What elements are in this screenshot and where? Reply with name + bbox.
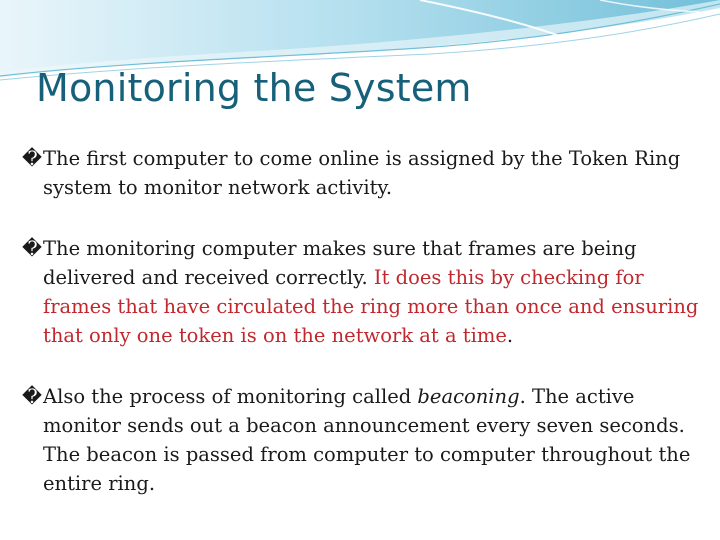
bullet-item-2: � The monitoring computer makes sure tha… — [22, 234, 702, 350]
wave-band-front — [0, 0, 720, 72]
header-wave-decoration — [0, 0, 720, 81]
slide-title: Monitoring the System — [36, 66, 472, 110]
bullet-glyph-icon: � — [22, 237, 42, 260]
wave-line-2 — [0, 13, 720, 81]
bullet-text-3-italic-term: beaconing — [417, 385, 520, 408]
wave-line-1 — [0, 3, 720, 77]
wave-line-4 — [599, 0, 701, 13]
bullet-list: � The first computer to come online is a… — [22, 144, 702, 498]
bullet-text-3-after: . The active monitor sends out a beacon … — [43, 385, 691, 495]
bullet-item-3: � Also the process of monitoring called … — [22, 382, 702, 498]
bullet-text-2-plain: The monitoring computer makes sure that … — [43, 237, 637, 289]
bullet-glyph-icon: � — [22, 147, 42, 170]
bullet-text-2-end: . — [506, 324, 514, 347]
bullet-text-3-before: Also the process of monitoring called — [43, 385, 418, 408]
bullet-item-1: � The first computer to come online is a… — [22, 144, 702, 202]
bullet-text-1: The first computer to come online is ass… — [43, 147, 681, 199]
wave-line-3 — [419, 0, 561, 37]
bullet-glyph-icon: � — [22, 385, 42, 408]
bullet-text-2-highlight: It does this by checking for frames that… — [43, 266, 699, 347]
